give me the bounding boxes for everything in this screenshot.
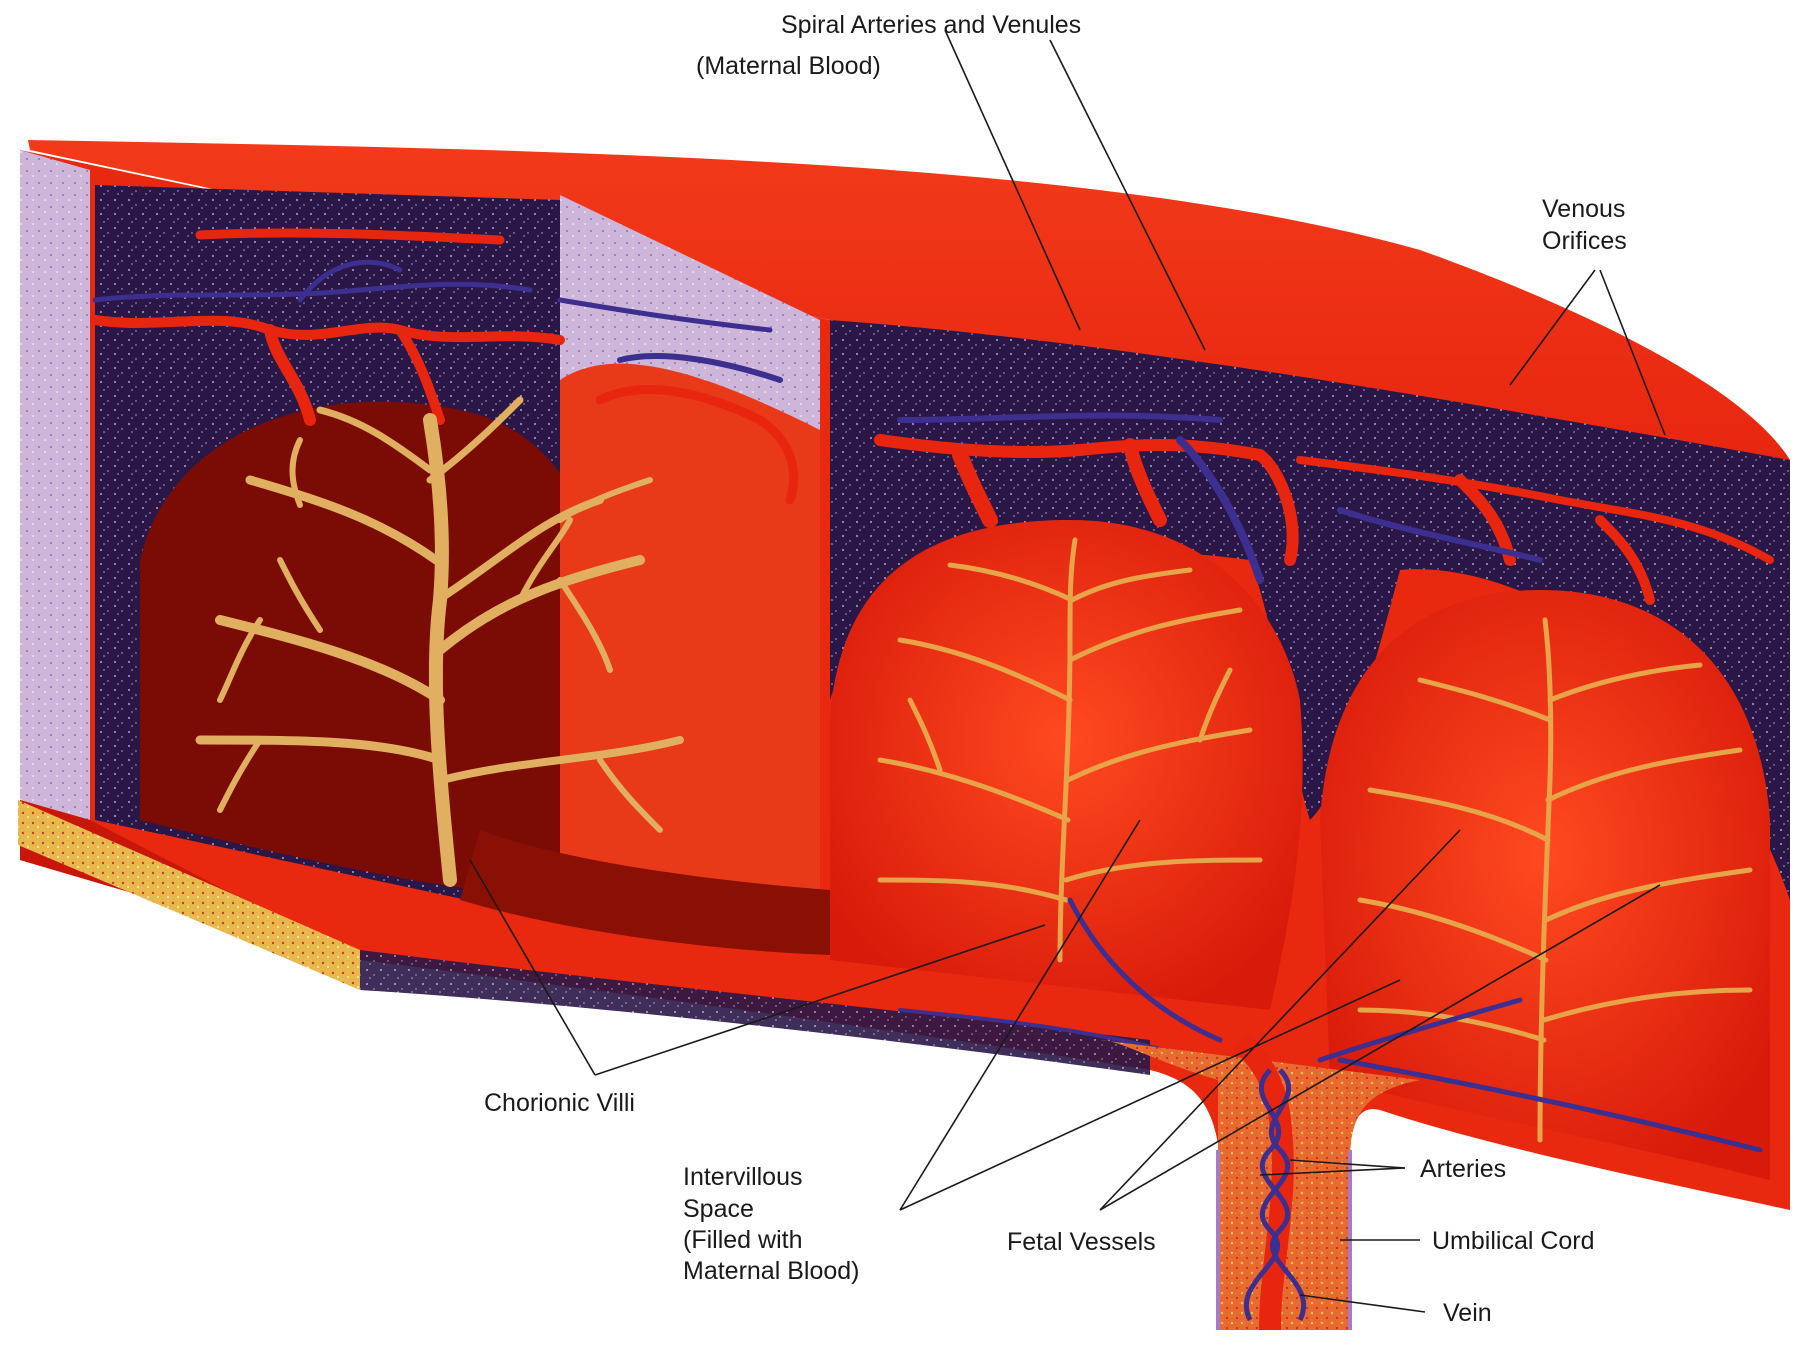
- label-fetal-vessels: Fetal Vessels: [1007, 1228, 1156, 1256]
- label-chorionic-villi: Chorionic Villi: [484, 1089, 635, 1117]
- umbilical-cord: [1100, 1040, 1420, 1330]
- label-maternal-blood: (Maternal Blood): [696, 52, 881, 80]
- label-orifices: Orifices: [1542, 227, 1627, 255]
- label-umbilical-cord: Umbilical Cord: [1432, 1227, 1595, 1255]
- left-cutaway: [95, 185, 830, 955]
- label-venous: Venous: [1542, 195, 1625, 223]
- label-filled-with: (Filled with: [683, 1226, 802, 1254]
- label-maternal-blood-2: Maternal Blood): [683, 1257, 859, 1285]
- label-intervillous: Intervillous: [683, 1163, 803, 1191]
- left-side-face: [20, 150, 90, 820]
- label-space: Space: [683, 1195, 754, 1223]
- label-vein: Vein: [1443, 1299, 1492, 1327]
- cotyledon-dark: [140, 402, 600, 900]
- label-arteries: Arteries: [1420, 1155, 1506, 1183]
- label-spiral-arteries: Spiral Arteries and Venules: [781, 11, 1081, 39]
